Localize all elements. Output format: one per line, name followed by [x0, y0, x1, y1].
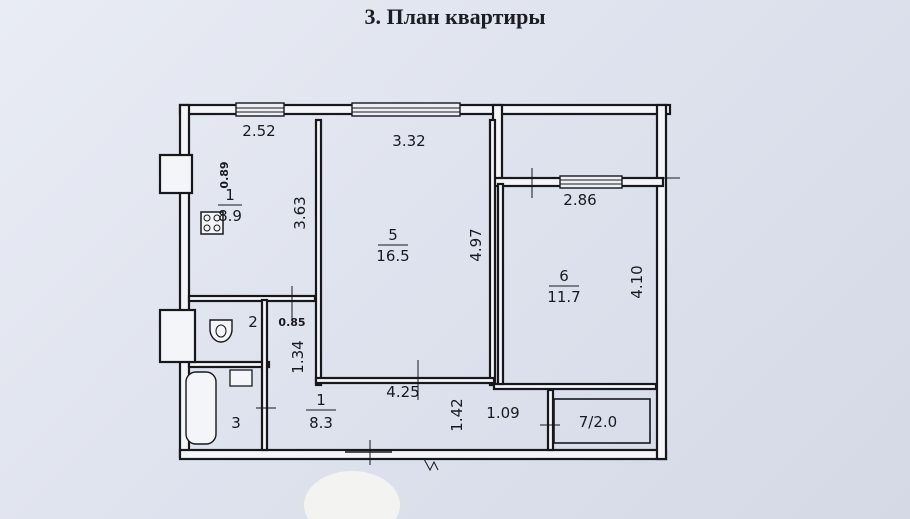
dim-room4-niche: 0.89 [218, 161, 231, 188]
room-4-number: 1 [225, 186, 235, 204]
dim-room6-width: 2.86 [563, 191, 596, 209]
room-5-number: 5 [388, 226, 398, 244]
fixtures [185, 211, 253, 445]
room-labels: 1 8.9 5 16.5 6 11.7 1 8.3 2 3 7/2.0 [218, 186, 651, 444]
paper-sticker [304, 471, 400, 519]
toilet-seat-icon [215, 324, 227, 338]
page-title: 3. План квартиры [364, 4, 546, 29]
dim-room6-length: 4.10 [628, 265, 646, 298]
stove-burner-icon [203, 224, 211, 232]
stove-burner-icon [213, 214, 221, 222]
room-2-number: 2 [248, 313, 258, 331]
room-7-label: 7/2.0 [579, 413, 617, 431]
dim-room5-width: 3.32 [392, 132, 425, 150]
doors [256, 168, 680, 472]
room-4-area: 8.9 [218, 207, 242, 225]
room-1-area: 8.3 [309, 414, 333, 432]
walls [158, 103, 672, 461]
room-6-label: 6 11.7 [547, 267, 580, 306]
dim-wc-width: 0.85 [278, 316, 305, 329]
room-1-number: 1 [316, 391, 326, 409]
room-5-label: 5 16.5 [376, 226, 409, 265]
dim-room5-length: 4.97 [467, 228, 485, 261]
dim-corridor-width: 1.09 [486, 404, 519, 422]
room-4-label: 1 8.9 [218, 186, 242, 225]
dim-hall-length: 1.34 [289, 340, 307, 373]
dimensions: 2.52 3.63 0.89 3.32 4.97 2.86 4.10 4.25 … [218, 122, 646, 432]
room-6-area: 11.7 [547, 288, 580, 306]
room-3-number: 3 [231, 414, 241, 432]
bathtub-icon [185, 371, 217, 445]
room-5-area: 16.5 [376, 247, 409, 265]
dim-room4-width: 2.52 [242, 122, 275, 140]
stove-burner-icon [203, 214, 211, 222]
dim-room4-length: 3.63 [291, 196, 309, 229]
toilet-icon [209, 319, 233, 343]
dim-hall-width: 4.25 [386, 383, 419, 401]
stove-burner-icon [213, 224, 221, 232]
room-1-label: 1 8.3 [306, 391, 336, 432]
room-6-number: 6 [559, 267, 569, 285]
dim-hall-depth: 1.42 [448, 398, 466, 431]
stove-icon [200, 211, 224, 235]
windows [235, 102, 623, 189]
sink-icon [229, 369, 253, 387]
